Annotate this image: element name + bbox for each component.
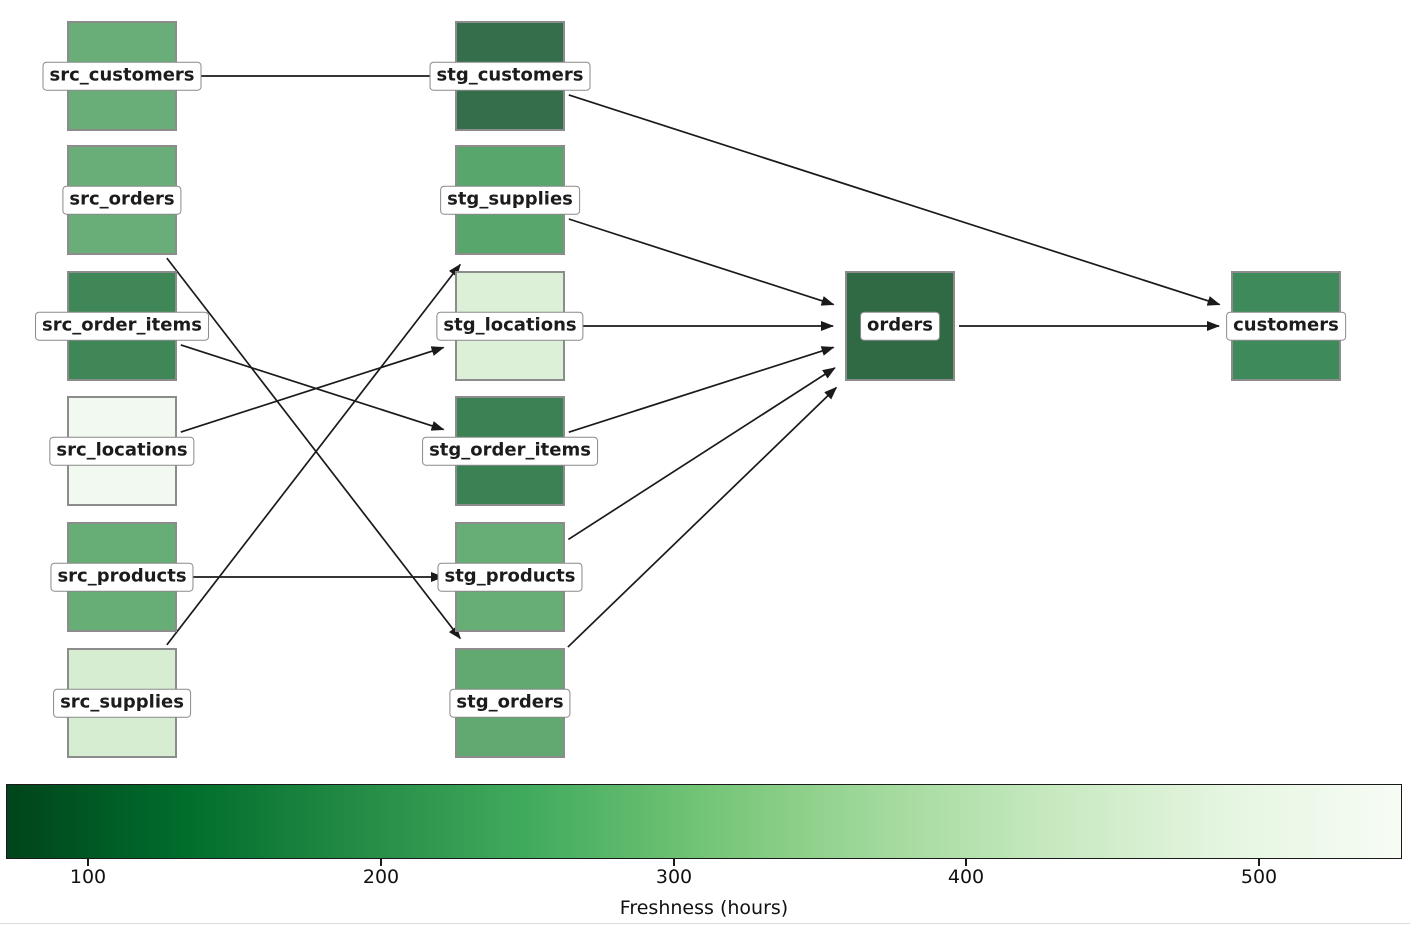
edge-stg_orders-to-orders [567,386,838,648]
node-label-stg_orders: stg_orders [449,688,571,718]
edge-src_locations-to-stg_locations [180,346,445,433]
figure-bottom-border [0,923,1410,924]
node-label-stg_locations: stg_locations [436,311,584,341]
node-label-src_order_items: src_order_items [35,311,209,341]
node-label-src_orders: src_orders [62,185,182,215]
node-label-stg_order_items: stg_order_items [422,436,598,466]
edge-src_order_items-to-stg_order_items [180,344,445,431]
colorbar-gradient [6,784,1402,859]
node-label-stg_products: stg_products [437,562,583,592]
colorbar-tick-400 [965,859,967,866]
node-label-orders: orders [860,311,940,341]
node-label-stg_customers: stg_customers [429,61,591,91]
node-label-src_locations: src_locations [49,436,195,466]
colorbar-tick-label-300: 300 [655,866,693,888]
colorbar-tick-200 [380,859,382,866]
colorbar-tick-300 [673,859,675,866]
edge-stg_customers-to-customers [568,94,1221,306]
colorbar-tick-label-200: 200 [362,866,400,888]
node-label-stg_supplies: stg_supplies [440,185,580,215]
colorbar-tick-label-100: 100 [69,866,107,888]
node-label-src_products: src_products [50,562,194,592]
node-label-src_customers: src_customers [42,61,202,91]
node-label-src_supplies: src_supplies [53,688,191,718]
edge-stg_products-to-orders [567,367,836,541]
colorbar-tick-label-400: 400 [947,866,985,888]
edge-src_orders-to-stg_orders [166,257,461,640]
node-label-customers: customers [1226,311,1346,341]
colorbar-axis-label: Freshness (hours) [619,897,789,919]
colorbar-tick-100 [87,859,89,866]
edge-src_supplies-to-stg_supplies [166,263,461,646]
colorbar-tick-500 [1258,859,1260,866]
colorbar-tick-label-500: 500 [1240,866,1278,888]
edge-stg_supplies-to-orders [568,218,835,306]
edge-stg_order_items-to-orders [568,346,835,433]
